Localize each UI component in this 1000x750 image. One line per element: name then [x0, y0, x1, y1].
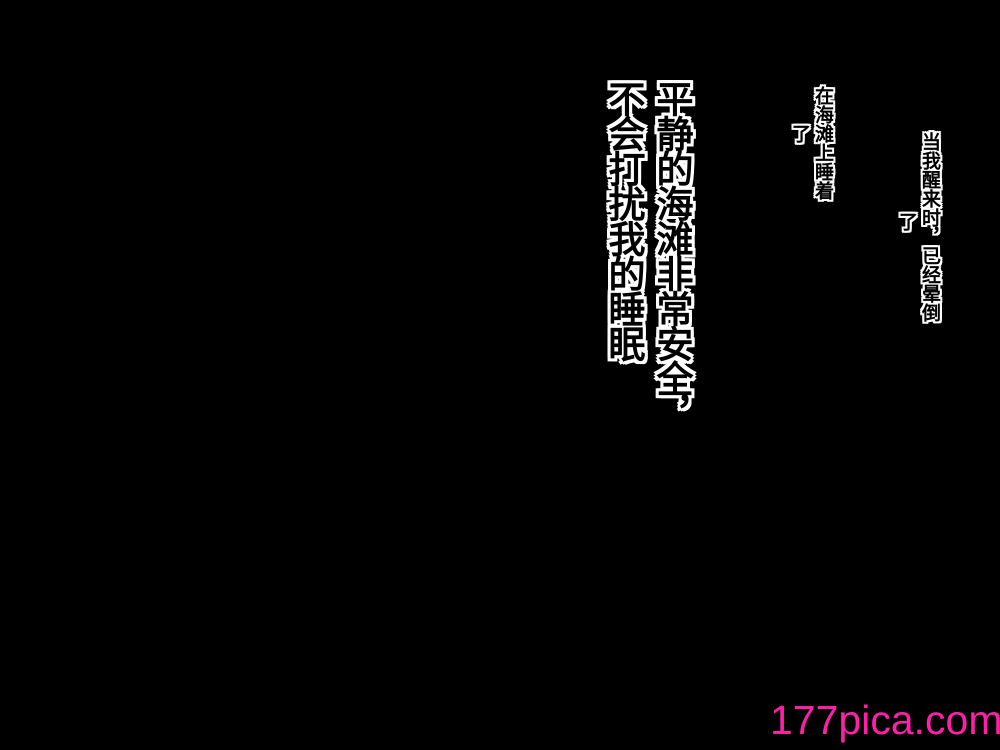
caption-middle-line1: 在海滩上睡着	[812, 86, 834, 200]
caption-middle-line2: 了	[789, 124, 811, 143]
watermark-text: 177pica.com	[770, 697, 1000, 743]
caption-right-line1: 当我醒来时，已经晕倒	[919, 132, 941, 322]
caption-main-line2: 不会打扰我的睡眠	[602, 80, 645, 360]
caption-main-line1: 平静的海滩非常安全，	[650, 80, 693, 430]
caption-right-line2: 了	[896, 212, 918, 231]
